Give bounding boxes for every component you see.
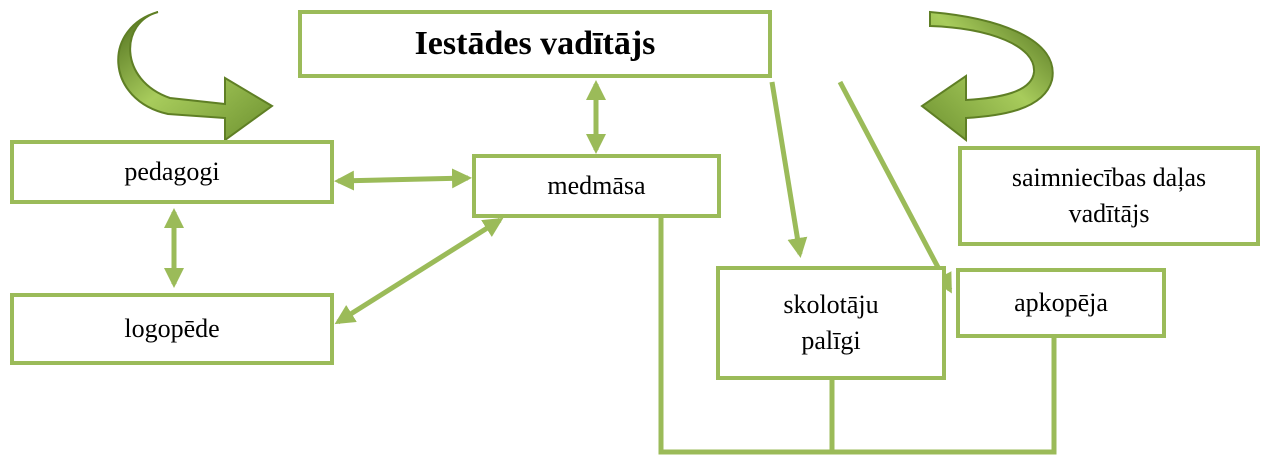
node-label: logopēde [124, 314, 220, 343]
node-label: pedagogi [124, 157, 220, 186]
curved-arrow-left-icon [117, 11, 274, 142]
link-medmasa-logopede [334, 217, 504, 325]
node-label: saimniecības daļas vadītājs [1011, 163, 1207, 228]
link-pedagogi-medmasa [334, 168, 472, 191]
link-bottom-bus [658, 216, 1057, 455]
node-skolotaju-paligi: skolotāju palīgi [716, 266, 946, 380]
node-medmasa: medmāsa [472, 154, 721, 218]
node-saimniecibas-dalas-vaditajs: saimniecības daļas vadītājs [958, 146, 1260, 246]
node-apkopeja: apkopēja [956, 268, 1166, 338]
link-head-apkopeja [837, 80, 953, 294]
node-logopede: logopēde [10, 293, 334, 365]
node-label: Iestādes vadītājs [414, 25, 656, 62]
node-label: medmāsa [547, 171, 646, 200]
link-head-skolotaju [769, 81, 808, 258]
node-pedagogi: pedagogi [10, 140, 334, 204]
curved-arrow-right-icon [920, 10, 1054, 143]
node-label: skolotāju palīgi [783, 290, 879, 355]
node-iestades-vaditajs: Iestādes vadītājs [298, 10, 772, 78]
node-label: apkopēja [1014, 288, 1108, 317]
